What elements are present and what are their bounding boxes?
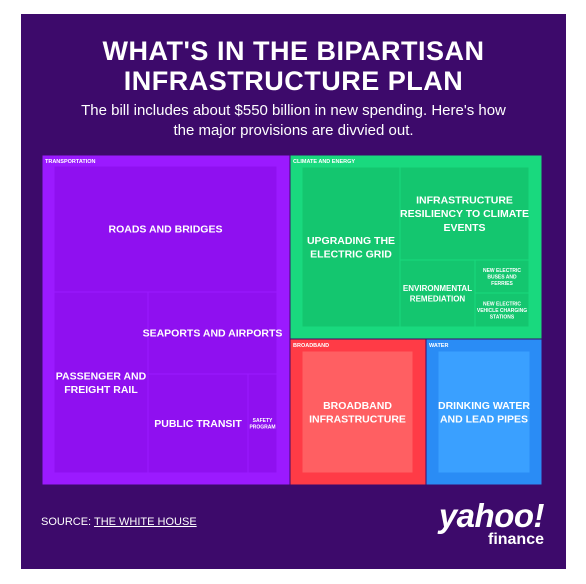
treemap-cell-climate-and-energy-4 (474, 292, 530, 328)
subtitle-line-2: the major provisions are divvied out. (173, 122, 414, 139)
treemap-group-label-water: WATER (429, 343, 448, 349)
treemap-cell-climate-and-energy-3 (474, 259, 530, 294)
treemap-group-label-transportation: TRANSPORTATION (45, 159, 96, 165)
treemap-cell-climate-and-energy-1 (399, 166, 530, 261)
treemap-cell-transportation-3 (147, 373, 249, 474)
subtitle-line-1: The bill includes about $550 billion in … (81, 102, 506, 119)
treemap-cell-label-transportation-0: ROADS AND BRIDGES (109, 224, 223, 236)
treemap-chart: TRANSPORTATION ROADS AND BRIDGES PASSENGER… (41, 154, 543, 486)
title-line-2: INFRASTRUCTURE PLAN (123, 66, 464, 96)
treemap-cell-water-0 (437, 350, 531, 474)
treemap-cell-transportation-0 (53, 165, 278, 293)
source-link[interactable]: THE WHITE HOUSE (93, 516, 197, 528)
treemap-cell-climate-and-energy-0 (301, 166, 401, 328)
treemap-cell-transportation-2 (147, 291, 278, 375)
treemap-group-label-broadband: BROADBAND (293, 343, 329, 349)
logo-product-name: finance (487, 531, 544, 548)
treemap-cell-climate-and-energy-2 (399, 259, 476, 328)
treemap-cell-transportation-1 (53, 291, 149, 474)
treemap-cell-transportation-4 (247, 373, 278, 474)
treemap-cell-label-transportation-3: PUBLIC TRANSIT (154, 418, 242, 430)
page-title: WHAT'S IN THE BIPARTISAN INFRASTRUCTURE … (21, 36, 566, 96)
treemap-group-label-climate-and-energy: CLIMATE AND ENERGY (293, 159, 355, 165)
yahoo-finance-logo[interactable]: yahoo! finance (438, 497, 545, 548)
source-credit: SOURCE: THE WHITE HOUSE (41, 516, 197, 528)
logo-brand-name: yahoo! (438, 497, 545, 534)
source-prefix: SOURCE: (41, 516, 94, 528)
infographic-poster: WHAT'S IN THE BIPARTISAN INFRASTRUCTURE … (21, 14, 566, 569)
treemap-cell-broadband-0 (301, 350, 414, 474)
title-line-1: WHAT'S IN THE BIPARTISAN (102, 36, 485, 66)
treemap-cell-label-transportation-2: SEAPORTS AND AIRPORTS (143, 328, 283, 340)
page-subtitle: The bill includes about $550 billion in … (21, 101, 566, 141)
